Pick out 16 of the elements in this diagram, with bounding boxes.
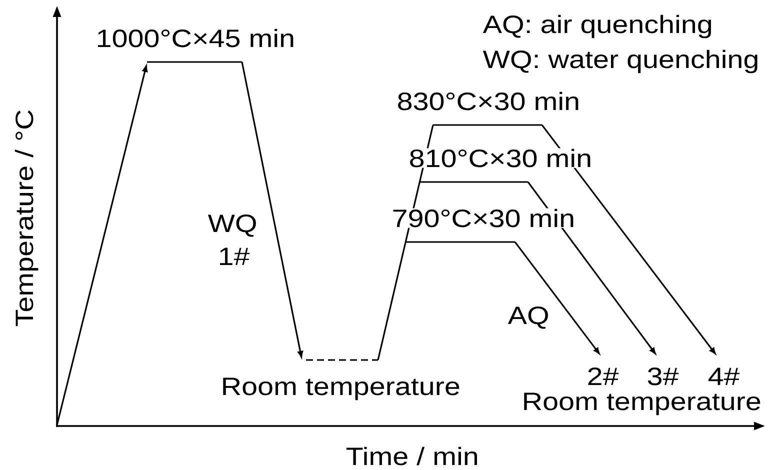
temperature-label: Room temperature <box>521 392 762 416</box>
x-axis-title: Time / min <box>345 446 480 466</box>
hold-condition-label: 810°C×30 min <box>408 148 593 168</box>
abbreviation-note: WQ: water quenching <box>482 49 760 74</box>
y-axis-title: Temperature / °C <box>14 108 39 328</box>
sample-number: 2# <box>586 366 620 386</box>
hold-condition-label: 830°C×30 min <box>396 91 581 111</box>
sample-number: 4# <box>707 367 740 386</box>
sample-number: 1# <box>217 247 250 266</box>
abbreviation-note: AQ: air quenching <box>482 14 714 39</box>
hold-condition-label: 1000°C×45 min <box>95 28 296 48</box>
cooling-label: WQ <box>207 214 258 238</box>
sample-number: 3# <box>646 366 680 386</box>
cooling-label: AQ <box>507 306 550 330</box>
temperature-label: Room temperature <box>220 377 462 401</box>
hold-condition-label: 790°C×30 min <box>391 208 576 228</box>
